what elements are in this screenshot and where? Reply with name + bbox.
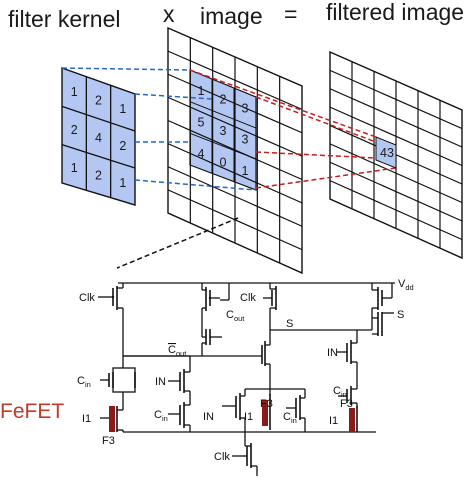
s-label-right: S [397, 309, 404, 321]
i1-label-center: I1 [244, 411, 253, 423]
input-image-grid: 1 2 3 5 3 3 4 0 1 [167, 26, 303, 275]
kernel-cell-0-2: 1 [119, 102, 126, 116]
filtered-image-heading: filtered image [326, 0, 464, 25]
i1-label-right: I1 [329, 415, 338, 427]
in-label-left: IN [155, 376, 166, 388]
kernel-cell-2-1: 2 [95, 169, 102, 183]
multiply-sign: x [163, 1, 175, 27]
cin-label-left-bottom: Cin [154, 409, 168, 423]
patch-cell-0-1: 2 [220, 93, 227, 107]
kernel-cell-1-2: 2 [119, 139, 126, 153]
kernel-to-image-connectors [61, 67, 257, 191]
cin-label-left: Cin [77, 375, 91, 389]
in-label-center: IN [203, 411, 214, 423]
clk-label-middle: Clk [240, 292, 256, 304]
kernel-cell-1-0: 2 [71, 123, 78, 137]
bottom-clk-nmos [232, 432, 258, 476]
output-value: 43 [380, 146, 394, 160]
zoom-connector [116, 217, 239, 269]
patch-cell-1-1: 3 [220, 124, 227, 138]
kernel-cell-1-1: 4 [95, 131, 102, 145]
patch-cell-1-2: 3 [242, 133, 249, 147]
kernel-cell-2-0: 1 [71, 161, 78, 175]
fefet-center [222, 388, 306, 432]
clk-pmos-right [263, 283, 277, 318]
fefet-gate-left [109, 406, 115, 432]
fefet-left [100, 402, 124, 432]
fefet-right [338, 386, 358, 432]
patch-cell-2-1: 0 [220, 155, 227, 169]
in-label-right-top: IN [327, 347, 338, 359]
cin-label-right: Cin [333, 385, 347, 399]
filter-kernel-grid: 1 2 1 2 4 2 1 2 1 [61, 67, 136, 206]
patch-cell-2-0: 4 [198, 147, 205, 161]
nmos-cin-left [168, 402, 191, 432]
image-to-output-connectors [189, 69, 397, 189]
c-out-label: Cout [168, 344, 187, 358]
fefet-label: FeFET [0, 400, 64, 423]
f3-label-right: F3 [340, 398, 353, 410]
patch-cell-1-0: 5 [198, 115, 205, 129]
nmos-in-left [123, 355, 191, 405]
cin-transmission-gate [100, 356, 136, 402]
fefet-gate-center [262, 400, 268, 426]
equals-sign: = [284, 1, 297, 27]
fefet-gate-right [349, 408, 355, 432]
patch-cell-2-2: 1 [242, 164, 249, 178]
cin-label-center: Cin [283, 411, 297, 425]
circuit-schematic: Vdd Clk Cout [77, 278, 414, 476]
i1-label-left: I1 [82, 413, 91, 425]
vdd-label: Vdd [398, 278, 414, 292]
patch-cell-0-0: 1 [198, 84, 205, 98]
right-nmos-in [337, 330, 358, 389]
kernel-cell-2-2: 1 [119, 176, 126, 190]
clk-label-left: Clk [79, 292, 95, 304]
middle-pmos-pair [201, 283, 230, 356]
kernel-cell-0-0: 1 [71, 85, 78, 99]
image-heading: image [200, 3, 263, 29]
patch-cell-0-2: 3 [242, 102, 249, 116]
output-cell: 43 [375, 136, 397, 169]
f3-label-center: F3 [260, 398, 273, 410]
right-pmos [371, 283, 394, 336]
precharge-pmos-left [98, 283, 124, 356]
c-out-gate-label: Cout [226, 309, 245, 323]
clk-label-bottom: Clk [214, 451, 230, 463]
filter-kernel-heading: filter kernel [8, 6, 120, 32]
f3-label-left: F3 [102, 435, 115, 447]
s-label-middle: S [286, 318, 293, 330]
kernel-cell-0-1: 2 [95, 93, 102, 107]
middle-nmos [261, 318, 271, 389]
